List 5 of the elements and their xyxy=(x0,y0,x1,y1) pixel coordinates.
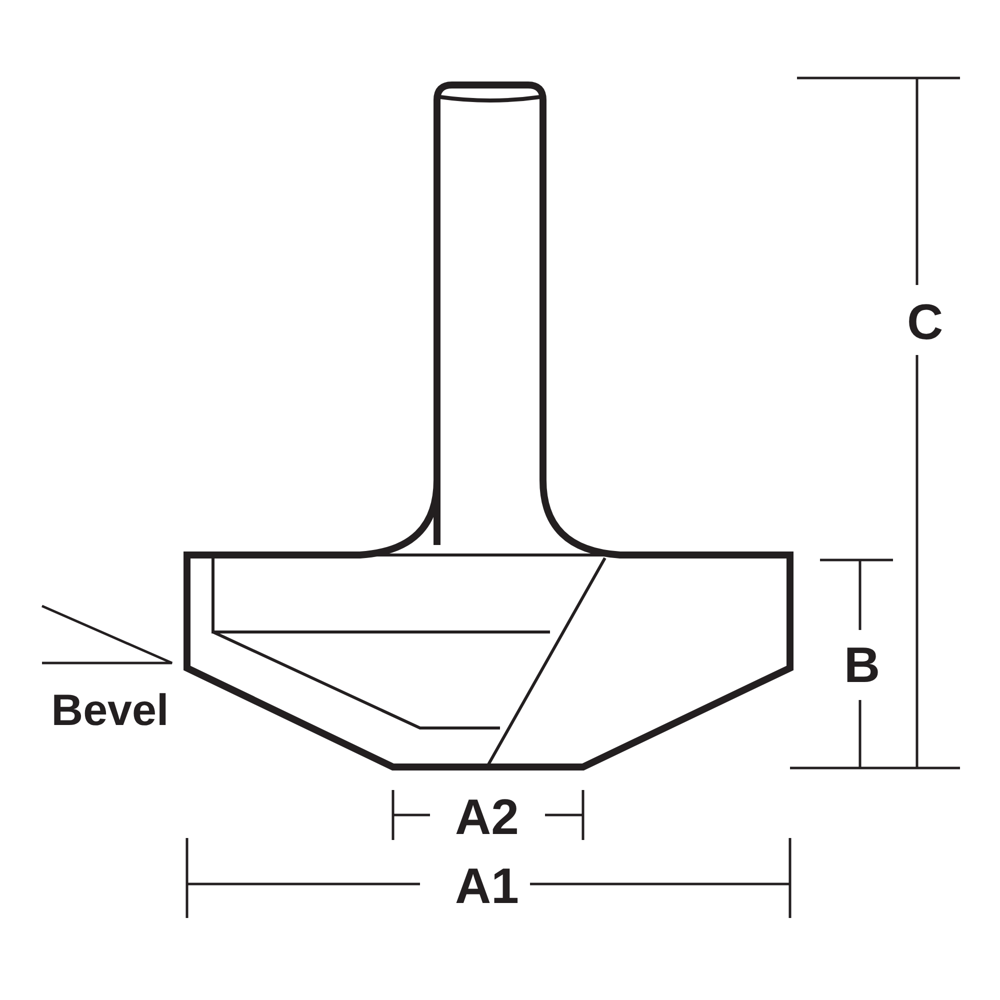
dimension-label: B xyxy=(844,640,880,690)
dimension-label: Bevel xyxy=(51,689,169,733)
dimension-label: C xyxy=(906,297,944,347)
dimension-label: A1 xyxy=(455,861,519,911)
dimension-label: A2 xyxy=(455,792,519,842)
